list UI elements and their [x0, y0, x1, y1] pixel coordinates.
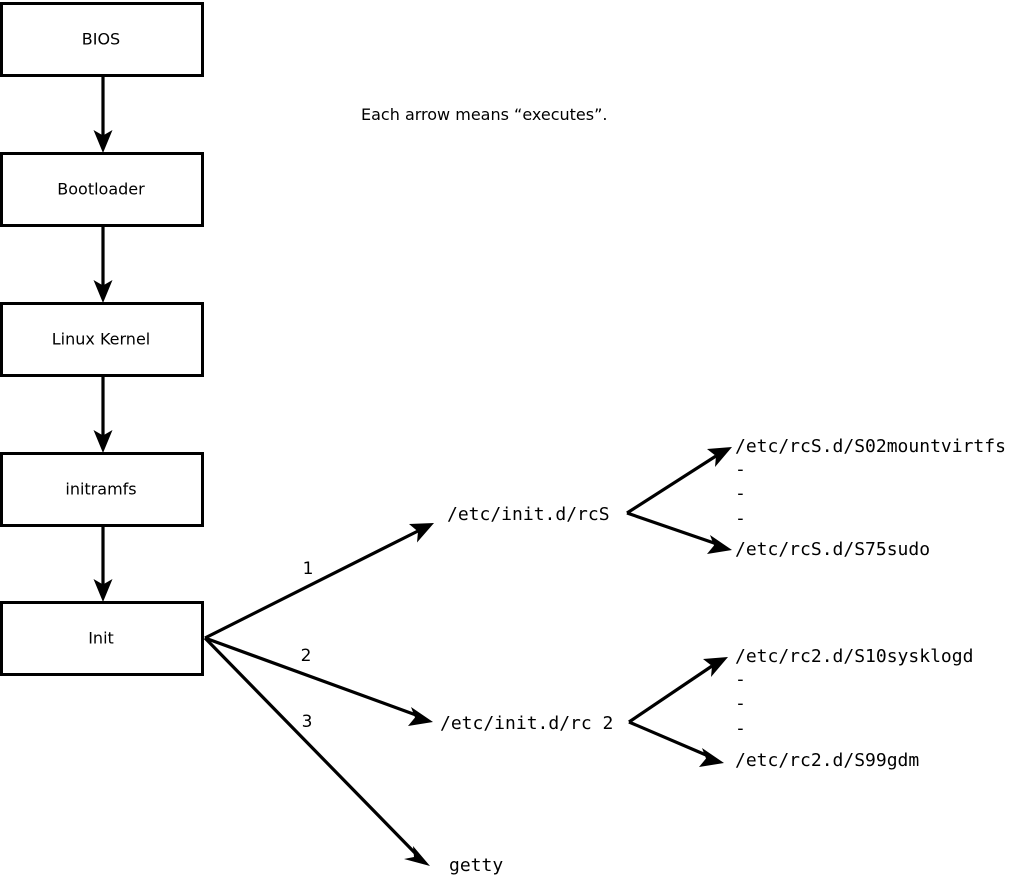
node-linux-kernel[interactable]: Linux Kernel	[0, 302, 204, 377]
arrow-kernel-to-initramfs	[93, 376, 113, 453]
node-bootloader[interactable]: Bootloader	[0, 152, 204, 227]
bios-box-rect	[0, 2, 204, 77]
arrow-init-to-rc2	[204, 636, 433, 726]
rcS-ellipsis-dash-2: -	[735, 483, 746, 504]
label-rcS-d-last[interactable]: /etc/rcS.d/S75sudo	[735, 539, 930, 560]
node-init[interactable]: Init	[0, 601, 204, 676]
bios-box-label: BIOS	[82, 30, 120, 49]
edge-label-1: 1	[303, 559, 314, 579]
arrow-rcS-to-last	[626, 511, 732, 554]
arrow-rc2-to-last	[628, 720, 724, 767]
initramfs-box-rect	[0, 452, 204, 527]
label-rc2-d-first[interactable]: /etc/rc2.d/S10sysklogd	[735, 646, 973, 667]
edge-label-3: 3	[302, 712, 313, 732]
rcS-ellipsis-dash-3: -	[735, 508, 746, 529]
arrow-bios-to-bootloader	[93, 76, 113, 153]
rcS-ellipsis-dash-1: -	[735, 459, 746, 480]
kernel-box-rect	[0, 302, 204, 377]
kernel-box-label: Linux Kernel	[52, 330, 150, 349]
label-rcS-d-first[interactable]: /etc/rcS.d/S02mountvirtfs	[735, 436, 1006, 457]
label-rc2-d-last[interactable]: /etc/rc2.d/S99gdm	[735, 750, 919, 771]
arrow-init-to-getty	[203, 636, 430, 866]
arrow-rcS-to-first	[626, 447, 732, 515]
bootloader-box-rect	[0, 152, 204, 227]
init-box-rect	[0, 601, 204, 676]
rc2-ellipsis-dash-1: -	[735, 669, 746, 690]
edge-label-2: 2	[301, 646, 312, 666]
rc2-ellipsis-dash-2: -	[735, 693, 746, 714]
initramfs-box-label: initramfs	[65, 480, 136, 499]
rc2-ellipsis-dash-3: -	[735, 718, 746, 739]
diagram-caption: Each arrow means “executes”.	[361, 105, 607, 124]
arrow-rc2-to-first	[628, 657, 728, 724]
label-getty[interactable]: getty	[449, 855, 503, 875]
arrow-init-to-rcS	[204, 523, 434, 640]
node-initramfs[interactable]: initramfs	[0, 452, 204, 527]
bootloader-box-label: Bootloader	[57, 180, 145, 199]
label-init-d-rcS[interactable]: /etc/init.d/rcS	[447, 504, 610, 525]
label-init-d-rc2[interactable]: /etc/init.d/rc 2	[440, 713, 613, 734]
node-bios[interactable]: BIOS	[0, 2, 204, 77]
init-box-label: Init	[88, 629, 114, 648]
arrow-bootloader-to-kernel	[93, 226, 113, 303]
arrow-initramfs-to-init	[93, 526, 113, 602]
